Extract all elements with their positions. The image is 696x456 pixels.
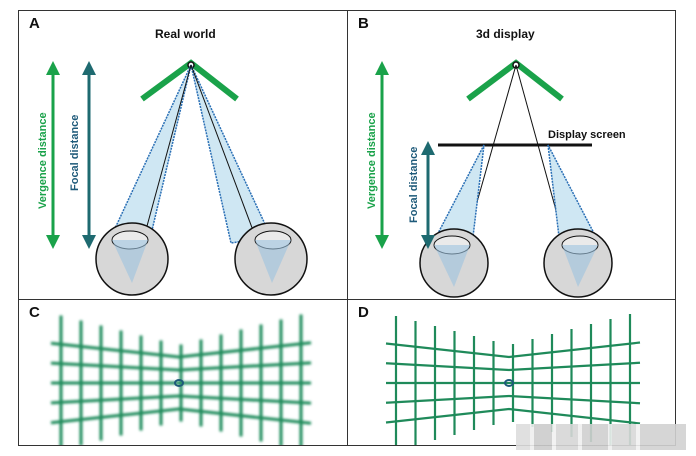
- grid-horizontal-line: [50, 394, 312, 405]
- panel-a-title: Real world: [155, 27, 216, 41]
- grid-horizontal-line: [385, 341, 641, 359]
- panel-c-grid: [50, 314, 312, 445]
- panel-b-3d-display: B 3d display: [348, 11, 675, 300]
- grid-horizontal-line: [385, 361, 641, 372]
- left-eye: [419, 228, 489, 298]
- grid-horizontal-line: [50, 407, 312, 425]
- panel-c-blurred-grid: C: [19, 300, 348, 445]
- grid-horizontal-line: [385, 394, 641, 405]
- left-eye: [95, 222, 169, 296]
- focal-distance-label: Focal distance: [69, 114, 81, 191]
- grid-horizontal-line: [50, 361, 312, 372]
- sharp-grid-lines: [385, 313, 641, 445]
- display-screen-label: Display screen: [548, 129, 626, 141]
- panel-b-title: 3d display: [476, 27, 535, 41]
- focal-arrow: [82, 61, 96, 249]
- right-eye: [234, 222, 308, 296]
- fixation-marker: [174, 379, 184, 387]
- panel-b-label: B: [358, 15, 369, 32]
- vergence-arrow: [375, 61, 389, 249]
- fixation-marker: [504, 379, 514, 387]
- panel-c-label: C: [29, 304, 40, 321]
- watermark-blur: [516, 424, 686, 450]
- vergence-distance-label: Vergence distance: [37, 112, 49, 209]
- panel-d-grid: [385, 313, 641, 445]
- panel-d-label: D: [358, 304, 369, 321]
- focal-arrow: [421, 141, 435, 249]
- blurred-grid-lines: [50, 314, 312, 445]
- panel-a-real-world: A Real world: [19, 11, 348, 300]
- vergence-distance-label: Vergence distance: [366, 112, 378, 209]
- grid-horizontal-line: [50, 341, 312, 359]
- vergence-arrow: [46, 61, 60, 249]
- panel-b-diagram: [375, 59, 613, 298]
- focal-distance-label: Focal distance: [408, 146, 420, 223]
- right-eye: [543, 228, 613, 298]
- panel-a-diagram: [46, 59, 308, 296]
- panel-a-label: A: [29, 15, 40, 32]
- grid-horizontal-line: [385, 407, 641, 425]
- figure: A Real world: [18, 10, 676, 446]
- right-eye-cone: [547, 144, 600, 246]
- panel-d-sharp-grid: D: [348, 300, 675, 445]
